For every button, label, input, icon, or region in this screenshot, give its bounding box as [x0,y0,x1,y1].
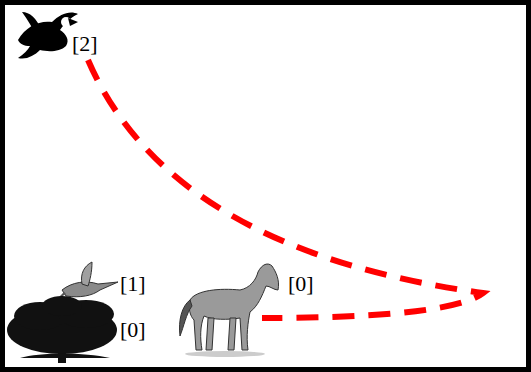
hummingbird-picture [56,262,118,300]
callout-number: [0] [288,272,314,296]
callout-number: [2] [72,32,98,56]
callout-number: [1] [120,272,146,296]
tree-picture [7,296,117,363]
dashed-trajectory [88,60,483,318]
callout-number: [0] [120,318,146,342]
eagle-picture [18,12,78,59]
horse-picture [179,264,278,357]
